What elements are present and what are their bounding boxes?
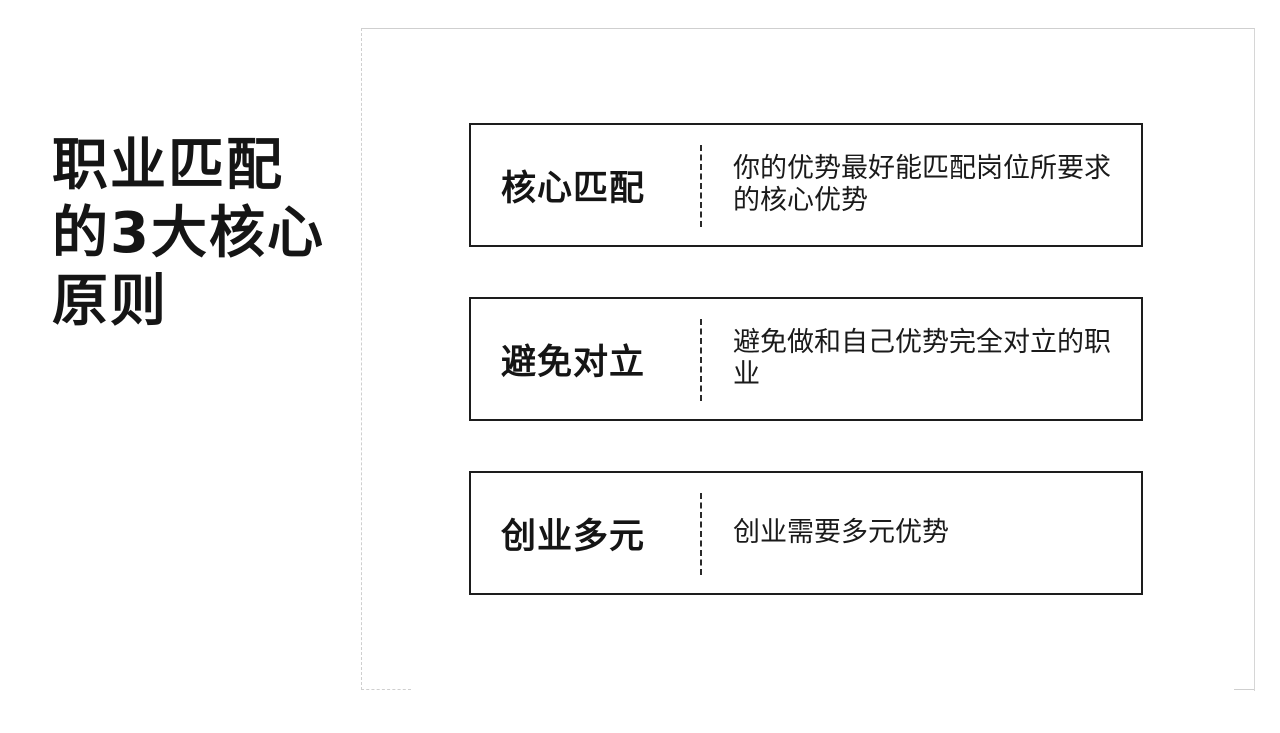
panel-bottom-border	[361, 689, 411, 690]
principles-panel	[361, 28, 1255, 691]
principle-name: 核心匹配	[501, 168, 646, 209]
panel-bottom-right-border	[1234, 689, 1254, 690]
dashed-divider	[700, 493, 702, 575]
principle-description: 你的优势最好能匹配岗位所要求的核心优势	[733, 153, 1111, 216]
principle-description: 创业需要多元优势	[733, 517, 949, 548]
principle-name: 避免对立	[501, 342, 646, 383]
principle-description: 避免做和自己优势完全对立的职业	[733, 327, 1111, 390]
page-title: 职业匹配 的3大核心 原则	[52, 133, 325, 334]
principle-card-core-match: 核心匹配 你的优势最好能匹配岗位所要求的核心优势	[469, 123, 1143, 247]
dashed-divider	[700, 319, 702, 401]
panel-left-border	[361, 28, 362, 690]
principle-name: 创业多元	[501, 516, 646, 557]
principle-card-entrepreneurship: 创业多元 创业需要多元优势	[469, 471, 1143, 595]
principle-card-avoid-opposition: 避免对立 避免做和自己优势完全对立的职业	[469, 297, 1143, 421]
dashed-divider	[700, 145, 702, 227]
